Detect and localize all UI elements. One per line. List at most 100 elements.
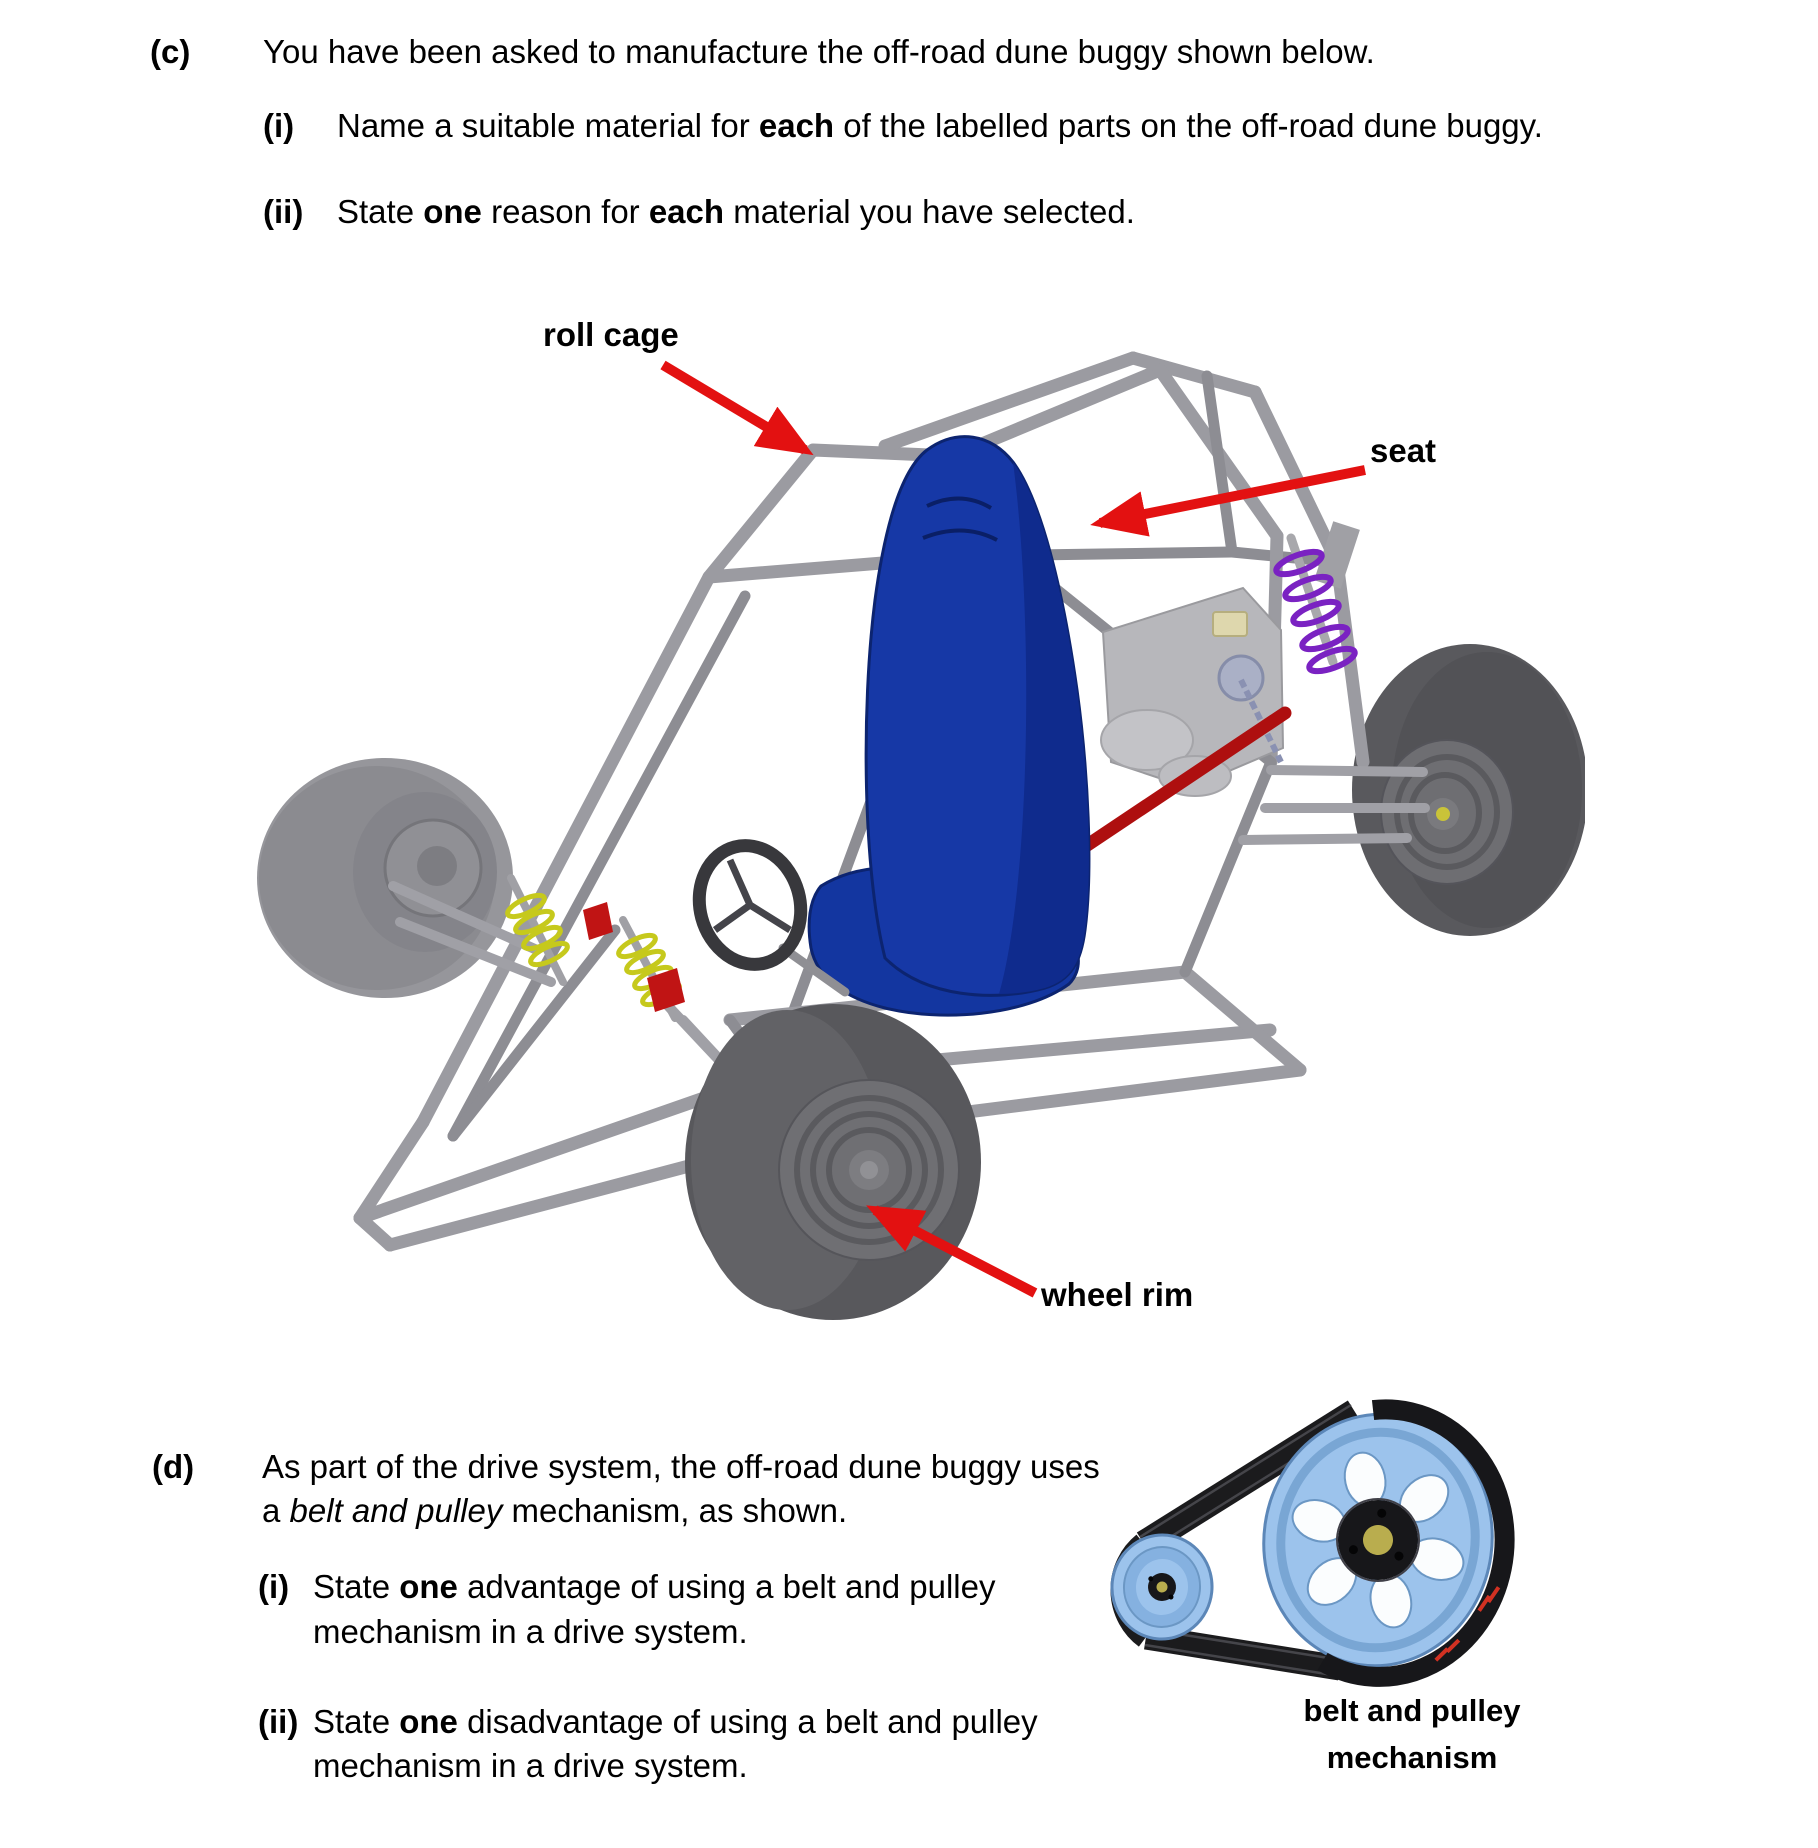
item-dii-label: (ii) [258,1703,299,1740]
front-coilovers [505,874,685,1022]
callout-arrows [660,360,1366,1298]
seat-arrow [1090,465,1366,537]
d-line2-italic: belt and pulley [289,1492,503,1529]
section-c-intro: You have been asked to manufacture the o… [263,33,1375,70]
item-cii-bold1: one [423,193,482,230]
wheel-rim-label: wheel rim [1041,1276,1194,1313]
pulley-caption-line2: mechanism [1326,1740,1498,1775]
item-di-line2: mechanism in a drive system. [313,1613,748,1650]
item-ci-seg1: Name a suitable material for [337,107,759,144]
yellow-coil [521,924,563,952]
bolt [1168,1594,1174,1600]
yellow-coil [528,940,570,968]
drive-chain [1238,678,1284,764]
large-pulley [1262,1399,1515,1687]
bolt [1377,1508,1387,1518]
seat [807,435,1091,1017]
large-hub-center [1363,1525,1393,1555]
frame-tube [353,1115,430,1225]
sprocket [1217,654,1265,702]
front-suspension-arm [395,917,556,987]
frame-tube [447,590,751,1142]
hub-ring [1336,1498,1420,1582]
frame-tube [416,570,716,1129]
bolt [1148,1576,1154,1582]
left-wheel-hub [417,846,457,886]
d-line2-post: mechanism, as shown. [502,1492,848,1529]
belt-pulley-figure [1110,1399,1515,1687]
seat-stitch [926,496,993,510]
yellow-coil [505,892,547,920]
frame-tube [447,924,621,1142]
item-di-line1: State one advantage of using a belt and … [313,1567,995,1607]
belt-bottom-band [1144,1624,1342,1681]
large-pulley-rim [1276,1427,1480,1653]
shock-reservoir [1314,521,1360,589]
d-line2-pre: a [262,1492,290,1529]
red-bracket [583,902,613,940]
pulley-caption-line1: belt and pulley [1303,1693,1521,1728]
item-ci-label: (i) [263,107,295,144]
frame-tube [353,1211,397,1252]
small-pulley [1110,1533,1214,1641]
right-wheel [1352,644,1585,936]
item-dii-line1: State one disadvantage of using a belt a… [313,1702,1038,1742]
yellow-coil [616,932,658,960]
item-di-seg2: advantage of using a belt and pulley [457,1568,996,1605]
rollcage-tube [1248,385,1344,569]
item-dii-line2: mechanism in a drive system. [313,1747,748,1784]
item-ci-bold1: each [758,107,835,144]
item-dii-bold1: one [399,1703,458,1740]
shock-rod [1286,533,1338,667]
rear-suspension-arm [1266,765,1428,777]
roll-cage-label: roll cage [543,316,679,353]
dune-buggy-figure [257,351,1585,1320]
item-cii-text: State one reason for each material you h… [337,192,1135,232]
front-wheel [685,1004,981,1320]
section-d-label: (d) [152,1448,195,1485]
yellow-coil [513,908,555,936]
rear-suspension-arm [1238,833,1412,845]
item-di-label: (i) [258,1568,290,1605]
rollcage-tube [1126,351,1262,399]
item-cii-seg2: reason for [481,193,649,230]
belt-red-mark [1434,1638,1461,1662]
wheel-rim-arrow [866,1205,1038,1298]
engine-bracket [1212,611,1248,637]
left-wheel [257,758,513,998]
item-dii-seg2: disadvantage of using a belt and pulley [457,1703,1038,1740]
red-bar [1073,706,1292,857]
red-bracket [647,968,685,1012]
purple-coil [1299,623,1351,653]
right-hub-nut [1436,807,1450,821]
purple-coil [1273,548,1325,578]
item-ci-text: Name a suitable material for each of the… [337,106,1543,146]
seat-stitch [922,528,998,542]
bolt [1394,1551,1404,1561]
item-ci-seg2: of the labelled parts on the off-road du… [834,107,1543,144]
item-cii-bold2: each [648,193,725,230]
belt-red-mark [1477,1586,1501,1612]
seat-back-shade [999,462,1089,994]
steering-spokes [712,858,792,933]
engine-cylinder [1100,709,1194,771]
steering-wheel [692,839,850,997]
belt-on-rim [1317,1399,1515,1687]
front-suspension-arm [388,881,542,955]
seat-label: seat [1370,432,1437,469]
frame-tube [1179,756,1277,978]
steering-column [778,943,850,997]
section-d-intro-line1: As part of the drive system, the off-roa… [262,1448,1100,1485]
item-dii-seg1: State [313,1703,400,1740]
frame-tube [1178,965,1307,1077]
bolt [1348,1545,1358,1555]
roll-cage-arrow [660,360,814,456]
engine [1100,586,1285,797]
item-cii-label: (ii) [263,193,304,230]
steering-rim [692,839,808,971]
section-c-label: (c) [150,33,191,70]
purple-coil [1306,645,1358,675]
rear-shock [1273,521,1360,675]
item-di-bold1: one [399,1568,458,1605]
